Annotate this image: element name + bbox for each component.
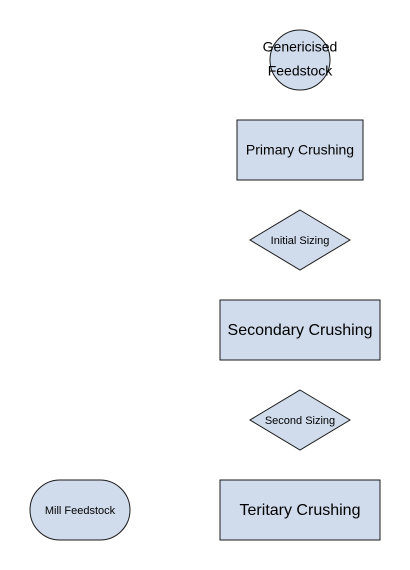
initial-sizing-shape	[249, 209, 351, 271]
primary-crushing-label: Primary Crushing	[246, 142, 354, 158]
initial-sizing-node[interactable]: Initial Sizing	[249, 209, 351, 271]
feedstock-start-label-line2: Feedstock	[268, 63, 334, 79]
feedstock-start-node[interactable]: Genericised Feedstock	[263, 29, 338, 91]
second-sizing-label: Second Sizing	[265, 415, 335, 427]
tertiary-crushing-node[interactable]: Teritary Crushing	[219, 479, 381, 541]
mill-feedstock-label: Mill Feedstock	[45, 505, 116, 517]
feedstock-start-label-line1: Genericised	[263, 39, 338, 55]
tertiary-crushing-shape	[219, 479, 381, 541]
secondary-crushing-label: Secondary Crushing	[228, 322, 373, 339]
secondary-crushing-node[interactable]: Secondary Crushing	[219, 299, 381, 361]
feedstock-start-shape	[269, 29, 331, 91]
tertiary-crushing-label: Teritary Crushing	[240, 502, 361, 519]
mill-feedstock-node[interactable]: Mill Feedstock	[29, 479, 131, 541]
second-sizing-node[interactable]: Second Sizing	[249, 389, 351, 451]
mill-feedstock-shape	[29, 479, 131, 541]
secondary-crushing-shape	[219, 299, 381, 361]
primary-crushing-shape	[236, 119, 364, 181]
second-sizing-shape	[249, 389, 351, 451]
initial-sizing-label: Initial Sizing	[271, 235, 330, 247]
primary-crushing-node[interactable]: Primary Crushing	[236, 119, 364, 181]
